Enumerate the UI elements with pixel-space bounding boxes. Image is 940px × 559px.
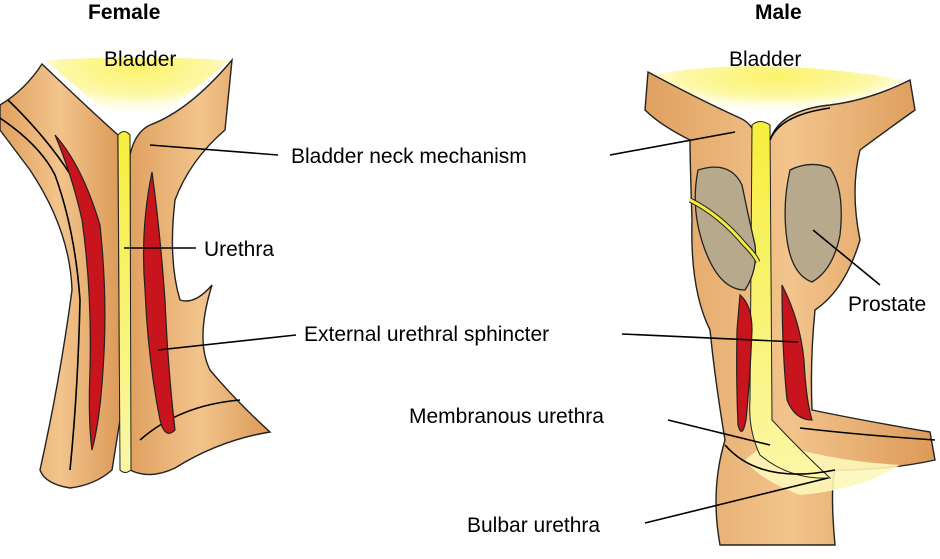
male-contour-3 [769,107,831,141]
male-sphincter-right [781,284,813,421]
male-diagram [644,66,936,546]
female-contour-3 [139,399,241,441]
sphincter-label: External urethral sphincter [304,323,549,346]
female-bladder-fill [45,57,230,125]
bulbar-urethra-label: Bulbar urethra [467,514,600,537]
bulbar-leader [644,477,829,524]
female-sphincter-left [54,134,106,451]
male-sphincter-left [736,293,753,432]
membranous-leader [667,419,771,446]
female-sphincter-right [142,171,176,434]
female-bladder-label: Bladder [104,48,176,71]
sphincter-leader-male [621,333,799,343]
urethra-label: Urethra [204,238,274,261]
male-urethra-channel [749,121,832,479]
sphincter-leader-female [157,334,297,351]
bladder-neck-leader-female [149,144,279,156]
male-contour-2 [724,444,836,475]
male-ejaculatory-duct-fill [689,198,760,263]
male-prostate-right [784,163,842,283]
membranous-urethra-label: Membranous urethra [409,405,604,428]
female-title: Female [88,1,160,24]
male-prostate-left [694,166,757,291]
prostate-label: Prostate [848,293,926,316]
prostate-leader [812,229,881,286]
female-contour-1 [0,117,81,471]
male-bladder-label: Bladder [729,48,801,71]
male-title: Male [755,1,802,24]
female-diagram [0,57,272,489]
female-urethra-channel [117,131,132,473]
male-contour-1 [799,427,936,441]
bladder-neck-label: Bladder neck mechanism [291,145,527,168]
bladder-neck-leader-male [609,131,736,156]
